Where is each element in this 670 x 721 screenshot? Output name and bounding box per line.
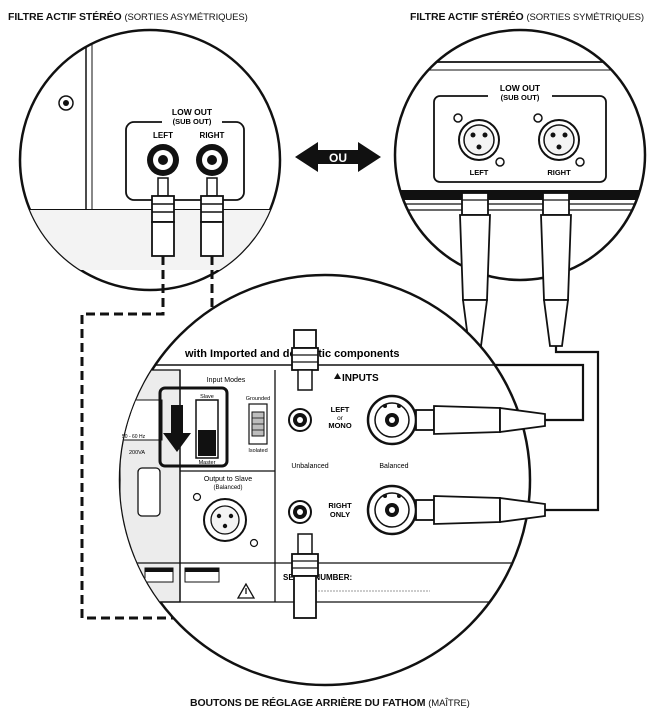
left-mono-label-3: MONO [328,421,351,430]
isolated-label: Isolated [248,448,267,454]
panel-rca-jack-left [288,408,312,432]
caption-bottom: BOUTONS DE RÉGLAGE ARRIÈRE DU FATHOM (MA… [190,697,470,709]
left-group-label-1: LOW OUT [172,107,213,117]
or-arrow: OU [295,142,381,172]
panel-rca-plug-bottom [291,533,319,619]
xlr-plug-left-top [459,192,491,347]
rca-plug-left [151,177,175,257]
output-to-slave-xlr [192,492,259,548]
right-jack-label-right: RIGHT [547,168,571,177]
left-jack-label-right: RIGHT [200,131,225,140]
rca-jack-left [147,144,179,176]
xlr-jack-left [453,113,505,167]
fathom-rear-panel: with Imported and domestic components In… [118,273,532,687]
grounded-label: Grounded [246,396,270,402]
volt-label: 200VA [129,450,145,456]
right-only-label-1: RIGHT [328,501,352,510]
output-to-slave-label-1: Output to Slave [204,476,252,483]
right-jack-label-left: LEFT [470,168,489,177]
or-label: OU [329,151,347,165]
panel-xlr-plug-bottom [415,495,546,525]
left-crossover-detail: LOW OUT (SUB OUT) LEFT RIGHT [18,28,282,292]
freq-label: 50 - 60 Hz [122,434,146,440]
combo-jack-right [366,484,418,536]
caption-right: FILTRE ACTIF STÉRÉO (SORTIES SYMÉTRIQUES… [410,11,644,23]
combo-jack-left [366,394,418,446]
inputs-label: INPUTS [342,373,379,384]
rca-jack-right [196,144,228,176]
master-label: Master [199,460,216,466]
right-group-label-2: (SUB OUT) [501,93,540,102]
warning-icon [236,582,256,599]
left-mono-label-1: LEFT [331,405,350,414]
screw-icon [58,95,74,111]
rca-plug-right [200,177,224,257]
right-group-label-1: LOW OUT [500,83,541,93]
serial-number-label: SERIAL NUMBER: [283,573,352,582]
panel-xlr-plug-top [415,405,546,435]
right-crossover-detail: LOW OUT (SUB OUT) LEFT RIGHT [393,28,647,282]
left-jack-label-left: LEFT [153,131,173,140]
input-modes-label: Input Modes [207,377,246,384]
xlr-jack-right [533,113,585,167]
xlr-plug-right-top [540,192,572,347]
inputs-arrow-icon [334,373,341,379]
left-mono-label-2: or [337,415,344,422]
panel-rca-plug-top [291,329,319,391]
caption-left: FILTRE ACTIF STÉRÉO (SORTIES ASYMÉTRIQUE… [8,11,248,23]
balanced-label: Balanced [379,463,408,470]
unbalanced-label: Unbalanced [291,463,328,470]
left-group-label-2: (SUB OUT) [173,117,212,126]
right-only-label-2: ONLY [330,510,350,519]
down-arrow-icon [163,405,191,452]
slave-label: Slave [200,394,214,400]
panel-rca-jack-right [288,500,312,524]
output-to-slave-label-2: (Balanced) [213,485,242,491]
